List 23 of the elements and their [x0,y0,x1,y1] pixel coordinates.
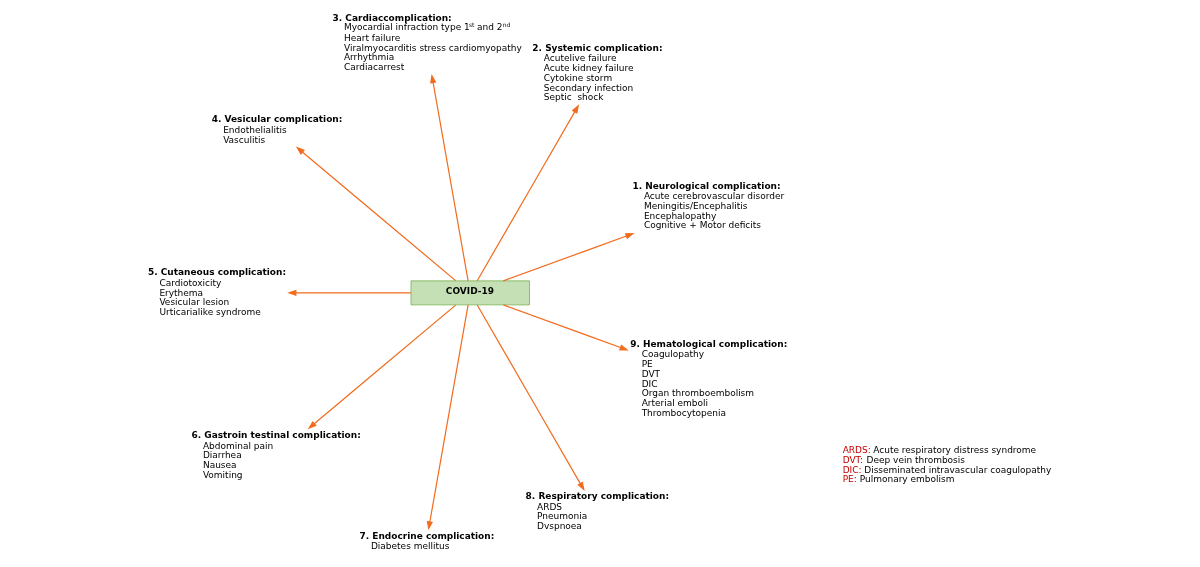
node-text: 4. Vesicular complication: Endothelialitis Vasculitis [211,114,342,145]
arrow [476,104,579,282]
label: DVT: Deep vein thrombosis [842,454,965,465]
arrow [476,304,585,492]
arrow [502,233,634,282]
node-text: 3. Cardiaccomplication: Myocardial infraction type 1$^{st}$ and 2$^{nd}$ Heart failure Viralmyocarditis stress cardiomyopathy Arrhythmia Cardiacarrest [332,12,522,73]
node-text: 8. Respiratory complication: ARDS Pneumonia Dvspnoea [525,491,669,532]
label: PE: Pulmonary embolism [842,474,954,485]
arrow [426,304,469,531]
node-text: 9. Hematological complication: Coagulopathy PE DVT DIC Organ thromboembolism Arterial emboli Thrombocytopenia [629,338,787,418]
arrow [295,146,456,282]
arrow [307,304,456,430]
node-box: COVID-19 [410,280,530,306]
arrow [286,289,411,297]
node-text: 6. Gastroin testinal complication: Abdominal pain Diarrhea Nausea Vomiting [191,430,361,480]
node-text: 2. Systemic complication: Acutelive failure Acute kidney failure Cytokine storm Secondary infection Septic shock [531,42,662,103]
node-text: 1. Neurological complication: Acute cerebrovascular disorder Meningitis/Encephalitis Encephalopathy Cognitive + Motor deficits [631,180,784,231]
node-text: 7. Endocrine complication: Diabetes mellitus [359,530,494,552]
label: ARDS: Acute respiratory distress syndrome [842,445,1036,456]
arrow [429,73,469,282]
label: DIC: Disseminated intravascular coagulopathy [842,464,1051,475]
node-text: 5. Cutaneous complication: Cardiotoxicity Erythema Vesicular lesion Urticarialike syndrome [147,267,286,318]
arrow [502,304,629,351]
